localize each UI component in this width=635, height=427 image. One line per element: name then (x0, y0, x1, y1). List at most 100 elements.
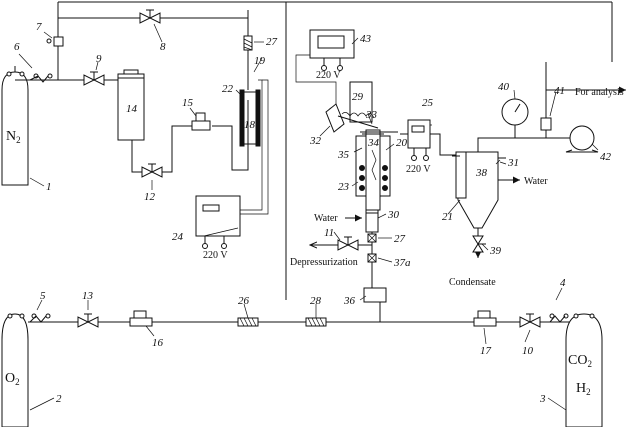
relief-7 (46, 36, 64, 80)
filter-28 (305, 317, 327, 327)
column-14 (117, 69, 145, 141)
label-41: 41 (554, 85, 565, 97)
line-15-18 (212, 100, 249, 171)
pump-42 (565, 125, 599, 153)
controller-15 (186, 112, 211, 131)
label-42: 42 (600, 151, 612, 163)
valve-39 (472, 235, 486, 253)
label-28: 28 (310, 295, 322, 307)
label-14: 14 (126, 103, 138, 115)
line-14-15 (131, 125, 190, 173)
label-26: 26 (238, 295, 250, 307)
label-36: 36 (343, 295, 356, 307)
reactor (355, 129, 398, 211)
co2-label: CO2 (568, 353, 592, 369)
water-top-label: Water (524, 176, 548, 187)
valve-9 (83, 71, 105, 86)
for-analysis-label: For analysis (575, 87, 624, 98)
label-34: 34 (367, 137, 380, 149)
motor-29 (349, 81, 373, 123)
water-left-label: Water (314, 213, 338, 224)
label-10: 10 (522, 345, 534, 357)
filter-27-bottom (367, 233, 377, 243)
number-labels: 1 2 3 4 5 6 7 8 9 10 11 12 13 14 15 16 1… (14, 21, 612, 405)
label-25: 25 (422, 97, 434, 109)
label-30: 30 (387, 209, 400, 221)
label-1: 1 (46, 181, 52, 193)
n2-feed-line (30, 75, 121, 81)
label-43: 43 (360, 33, 372, 45)
label-7: 7 (36, 21, 42, 33)
label-37a: 37a (393, 257, 411, 269)
label-5: 5 (40, 290, 46, 302)
gauge-40 (501, 98, 529, 126)
label-31: 31 (507, 157, 519, 169)
label-35: 35 (337, 149, 350, 161)
power-label-24: 220 V (203, 250, 228, 261)
text-labels: For analysis Water Water Depressurizatio… (203, 70, 624, 288)
relief-41 (540, 112, 552, 131)
reducer-5 (29, 313, 51, 323)
label-21: 21 (442, 211, 453, 223)
wire-24-a (240, 79, 263, 211)
label-13: 13 (82, 290, 94, 302)
label-8: 8 (160, 41, 166, 53)
label-3: 3 (539, 393, 546, 405)
stirrer-32-33 (325, 103, 379, 133)
label-39: 39 (489, 245, 502, 257)
label-22: 22 (222, 83, 234, 95)
label-12: 12 (144, 191, 156, 203)
leader-lines (18, 23, 599, 411)
filter-27-top (243, 35, 253, 51)
label-18: 18 (244, 119, 256, 131)
label-38: 38 (475, 167, 488, 179)
cylinder-n2: N2 (1, 66, 30, 186)
cooler-30 (365, 209, 379, 233)
vessel-36 (363, 287, 387, 303)
power-label-43: 220 V (316, 70, 341, 81)
valve-8 (139, 9, 161, 24)
controller-16 (129, 310, 153, 327)
reducer-6 (29, 73, 53, 83)
reducer-4 (549, 313, 569, 323)
label-6: 6 (14, 41, 20, 53)
furnace-18 (239, 89, 261, 147)
controller-43 (309, 29, 355, 71)
controller-25 (407, 119, 431, 161)
label-9: 9 (96, 53, 102, 65)
label-27-bottom: 27 (394, 233, 406, 245)
label-16: 16 (152, 337, 164, 349)
label-33: 33 (365, 109, 378, 121)
valve-12 (141, 163, 163, 178)
label-24: 24 (172, 231, 184, 243)
n2-label: N2 (6, 129, 21, 145)
wire-24-b (240, 79, 269, 215)
label-40: 40 (498, 81, 510, 93)
label-4: 4 (560, 277, 566, 289)
cylinder-co2-h2: CO2 H2 (565, 313, 603, 427)
label-2: 2 (56, 393, 62, 405)
controller-17 (473, 310, 497, 327)
valve-10 (519, 313, 541, 328)
valve-13 (77, 313, 99, 328)
label-20: 20 (396, 137, 408, 149)
valve-11 (337, 236, 359, 251)
depressurization-label: Depressurization (290, 257, 358, 268)
label-15: 15 (182, 97, 194, 109)
label-11: 11 (324, 227, 334, 239)
label-29: 29 (352, 91, 364, 103)
wire-43-a (295, 54, 337, 110)
label-27-top: 27 (266, 36, 278, 48)
label-17: 17 (480, 345, 492, 357)
separator-21 (452, 151, 506, 236)
condensate-label: Condensate (449, 277, 496, 288)
cylinder-o2: O2 (1, 313, 32, 427)
valve-37a (367, 253, 377, 263)
power-label-25: 220 V (406, 164, 431, 175)
label-32: 32 (309, 135, 322, 147)
label-19: 19 (254, 55, 266, 67)
label-23: 23 (338, 181, 350, 193)
o2-label: O2 (5, 371, 20, 387)
